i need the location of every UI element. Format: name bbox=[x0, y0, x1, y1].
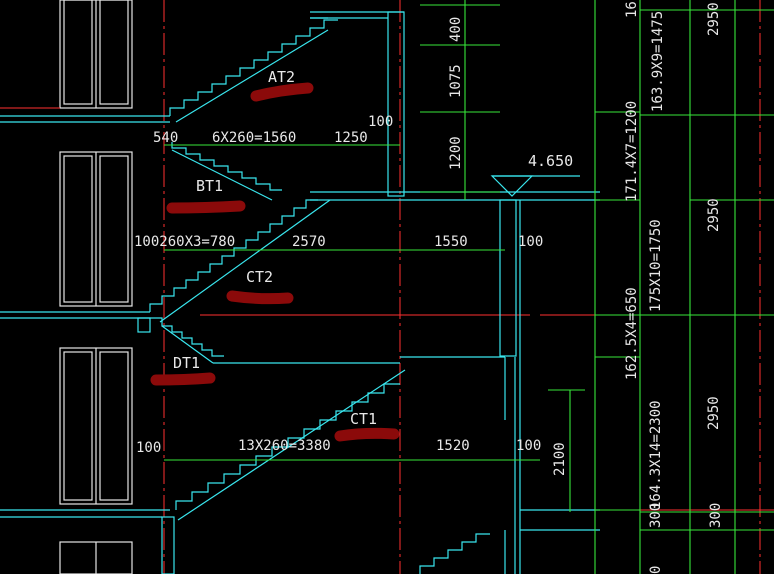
dim-540: 540 bbox=[153, 130, 178, 146]
stair-flight-ct1 bbox=[175, 369, 490, 574]
level-symbol bbox=[490, 175, 580, 197]
dim-100-260x3: 100260X3=780 bbox=[134, 234, 235, 250]
vdim-2950-b: 2950 bbox=[706, 198, 722, 232]
vdim-164: 164.3X14=2300 bbox=[648, 400, 664, 510]
vdim-16: 16 bbox=[624, 1, 640, 18]
dim-1200: 1200 bbox=[448, 136, 464, 170]
label-at2: AT2 bbox=[268, 68, 295, 86]
label-ct2: CT2 bbox=[246, 268, 273, 286]
level-mark: 4.650 bbox=[528, 152, 573, 170]
annotation-marks bbox=[150, 82, 400, 442]
dim-300-b: 300 bbox=[708, 503, 724, 528]
floor-slabs bbox=[0, 115, 600, 531]
stair-flight-at2 bbox=[169, 17, 338, 123]
dim-1550: 1550 bbox=[434, 234, 468, 250]
window-third bbox=[59, 347, 133, 505]
dim-1520: 1520 bbox=[436, 438, 470, 454]
dim-2100: 2100 bbox=[552, 442, 568, 476]
vdim-175: 175X10=1750 bbox=[648, 219, 664, 312]
dim-100-top: 100 bbox=[368, 114, 393, 130]
dim-0: 0 bbox=[648, 566, 664, 574]
vdim-1625: 162.5X4=650 bbox=[624, 287, 640, 380]
dim-100-mid: 100 bbox=[518, 234, 543, 250]
dim-13x260: 13X260=3380 bbox=[238, 438, 331, 454]
dim-300-a: 300 bbox=[648, 503, 664, 528]
dim-400: 400 bbox=[448, 17, 464, 42]
dim-100-low: 100 bbox=[136, 440, 161, 456]
label-dt1: DT1 bbox=[173, 354, 200, 372]
dim-100-right: 100 bbox=[516, 438, 541, 454]
stair-flight-bt1 bbox=[171, 142, 282, 201]
label-ct1: CT1 bbox=[350, 410, 377, 428]
dim-1075: 1075 bbox=[448, 64, 464, 98]
dim-1250: 1250 bbox=[334, 130, 368, 146]
dim-6x260: 6X260=1560 bbox=[212, 130, 296, 146]
vdim-163: 163.9X9=1475 bbox=[650, 11, 666, 112]
stair-flight-ct2 bbox=[137, 199, 331, 364]
vdim-171: 171.4X7=1200 bbox=[624, 101, 640, 202]
window-second bbox=[59, 151, 133, 307]
window-top bbox=[59, 0, 133, 109]
dimension-lines bbox=[164, 0, 774, 574]
vdim-2950-a: 2950 bbox=[706, 2, 722, 36]
walls bbox=[161, 11, 521, 574]
window-bottom bbox=[59, 541, 133, 574]
label-bt1: BT1 bbox=[196, 177, 223, 195]
dim-2570: 2570 bbox=[292, 234, 326, 250]
vdim-2950-c: 2950 bbox=[706, 396, 722, 430]
